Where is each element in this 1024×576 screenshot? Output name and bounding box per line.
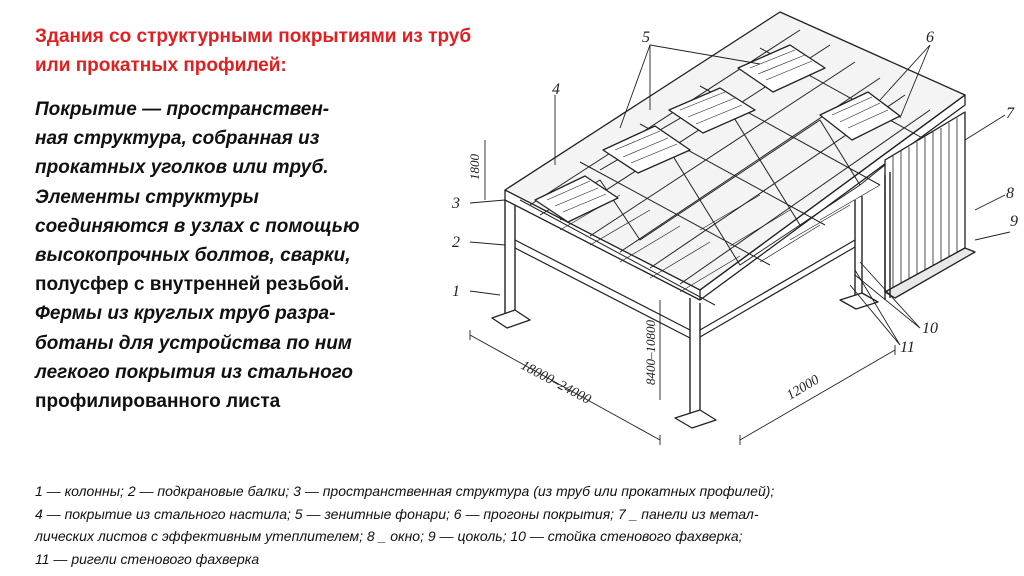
label-5: 5 <box>642 29 650 46</box>
structure-svg: 1 2 3 4 5 6 7 8 9 10 11 1800 8400–10800 … <box>451 11 1018 445</box>
body-line: профилированного листа <box>35 391 281 413</box>
label-6: 6 <box>926 29 934 46</box>
body-line: соединяются в узлах с помощью <box>35 215 360 237</box>
description-text: Покрытие — пространствен- ная структура,… <box>35 95 435 416</box>
caption-line: лических листов с эффективным утеплителе… <box>35 528 743 544</box>
roof-edge <box>504 190 701 301</box>
body-line: высокопрочных болтов, сварки, <box>35 245 351 267</box>
label-1: 1 <box>452 283 460 300</box>
dimension-line-span <box>469 334 661 441</box>
body-line: Элементы структуры <box>35 186 259 208</box>
label-9: 9 <box>1010 213 1018 230</box>
dimension-column-height: 8400–10800 <box>643 320 658 386</box>
label-2: 2 <box>452 234 460 251</box>
label-11: 11 <box>900 339 915 356</box>
base-plates <box>491 292 879 429</box>
dimension-line-pitch <box>739 349 896 441</box>
dimension-roof-height: 1800 <box>467 154 482 181</box>
title-line: Здания со структурными покрытиями из тру… <box>35 26 472 47</box>
body-line: ная структура, собранная из <box>35 128 320 150</box>
body-line: легкого покрытия из стального <box>35 361 353 383</box>
dimension-pitch: 12000 <box>784 373 822 404</box>
body-line: Фермы из круглых труб разра- <box>35 303 336 325</box>
skylights <box>534 44 901 223</box>
label-8: 8 <box>1006 185 1014 202</box>
title-line: или прокатных профилей: <box>35 55 287 76</box>
label-10: 10 <box>922 320 938 337</box>
body-line: ботаны для устройства по ним <box>35 332 352 354</box>
dimension-span: 18000–24000 <box>518 358 593 407</box>
body-line: полусфер с внутренней резьбой. <box>35 274 350 296</box>
crane-beam <box>514 239 691 339</box>
body-line: Покрытие — пространствен- <box>35 99 330 120</box>
legend-caption: 1 — колонны; 2 — подкрановые балки; 3 — … <box>35 480 995 570</box>
building-structure-drawing: 1 2 3 4 5 6 7 8 9 10 11 1800 8400–10800 … <box>440 5 1024 470</box>
slide-title: Здания со структурными покрытиями из тру… <box>35 22 555 80</box>
label-4: 4 <box>552 81 560 98</box>
label-7: 7 <box>1006 105 1015 122</box>
body-line: прокатных уголков или труб. <box>35 157 329 179</box>
columns <box>504 172 891 422</box>
caption-line: 4 — покрытие из стального настила; 5 — з… <box>35 505 759 522</box>
caption-line: 1 — колонны; 2 — подкрановые балки; 3 — … <box>35 483 775 499</box>
caption-line: 11 — ригели стенового фахверка <box>35 550 260 567</box>
wall-panels <box>884 111 976 299</box>
label-3: 3 <box>451 195 460 212</box>
